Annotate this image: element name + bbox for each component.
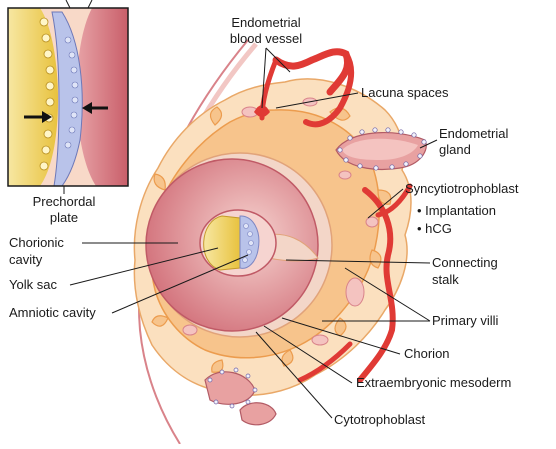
label-syncytiotrophoblast: Syncytiotrophoblast • Implantation • hCG: [367, 181, 519, 236]
extraembryonic-mesoderm-text: Extraembryonic mesoderm: [356, 375, 511, 390]
endometrial-gland-shapes: [204, 132, 427, 426]
inset-arrows: [24, 102, 108, 123]
connecting-stalk-text-2: stalk: [432, 272, 459, 287]
epiblast-cells: [242, 223, 254, 263]
chorionic-cavity-text-2: cavity: [9, 252, 43, 267]
svg-text:Endometrial: Endometrial: [231, 15, 300, 30]
endometrial-blood-vessel-text: blood vessel: [230, 31, 302, 46]
lacuna-spaces-text: Lacuna spaces: [361, 85, 449, 100]
vessel-entry: [254, 105, 270, 117]
syncytio-item-implantation: • Implantation: [417, 203, 496, 218]
label-lacuna-spaces: Lacuna spaces: [275, 85, 449, 109]
svg-text:blood vessel: blood vessel: [230, 31, 302, 46]
syncytiotrophoblast-text: Syncytiotrophoblast: [405, 181, 519, 196]
amniotic-cavity-text: Amniotic cavity: [9, 305, 96, 320]
primary-villi-text: Primary villi: [432, 313, 499, 328]
yolk-sac-shape: [203, 215, 241, 271]
label-cytotrophoblast: Cytotrophoblast: [255, 331, 425, 427]
label-yolk-sac: Yolk sac: [9, 247, 219, 292]
chorion-text: Chorion: [404, 346, 450, 361]
label-amniotic-cavity: Amniotic cavity: [9, 254, 249, 320]
endometrial-blood-vessel-text: Endometrial: [231, 15, 300, 30]
chorionic-cavity-text: Chorionic: [9, 235, 64, 250]
endometrial-gland-text-2: gland: [439, 142, 471, 157]
label-chorion: Chorion: [281, 317, 450, 361]
epiblast-inset-cells: [64, 36, 79, 149]
yolk-sac-text: Yolk sac: [9, 277, 57, 292]
label-prechordal-plate: Prechordal plate: [33, 194, 96, 225]
inset-panel: [7, 0, 129, 194]
gland-epithelium-cells: [207, 127, 427, 409]
prechordal-plate-text: Prechordal: [33, 194, 96, 209]
cytotrophoblast-text: Cytotrophoblast: [334, 412, 425, 427]
label-extraembryonic-mesoderm: Extraembryonic mesoderm: [263, 325, 511, 390]
label-endometrial-gland: Endometrial gland: [419, 126, 508, 157]
label-primary-villi: Primary villi: [322, 267, 499, 328]
prechordal-plate-text-2: plate: [50, 210, 78, 225]
endometrial-gland-text: Endometrial: [439, 126, 508, 141]
connecting-stalk-text: Connecting: [432, 255, 498, 270]
label-connecting-stalk: Connecting stalk: [285, 255, 498, 287]
label-chorionic-cavity: Chorionic cavity: [9, 235, 178, 267]
label-endometrial-blood-vessel: Endometrial blood vessel: [230, 15, 302, 109]
syncytio-item-hcg: • hCG: [417, 221, 452, 236]
inset-border: [7, 7, 129, 187]
lacuna-spaces-shapes: [182, 97, 379, 346]
